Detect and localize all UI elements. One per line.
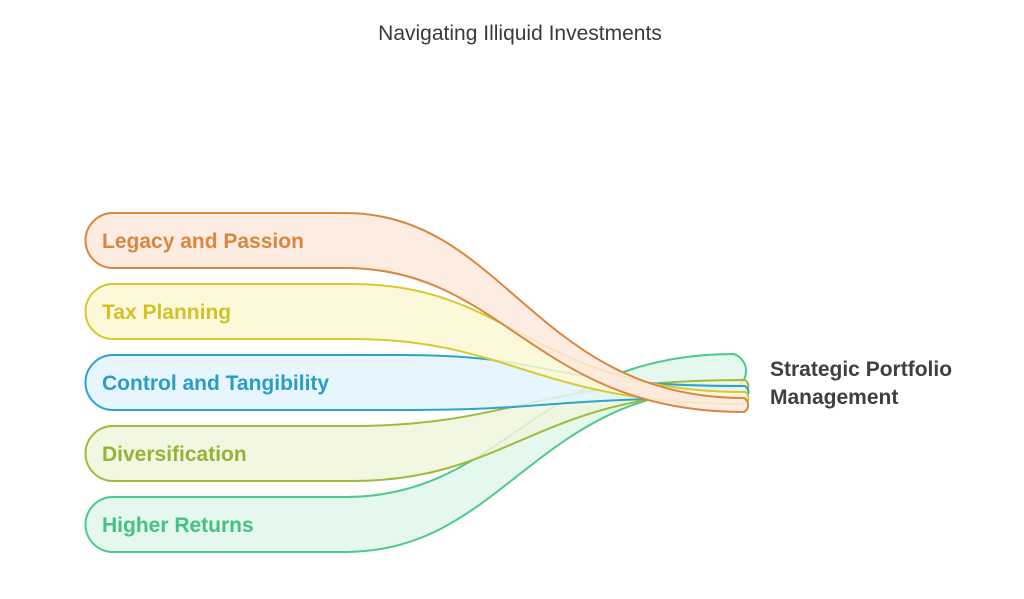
- item-label-legacy-and-passion: Legacy and Passion: [102, 230, 304, 253]
- result-label-line1: Strategic Portfolio: [770, 358, 952, 381]
- item-label-diversification: Diversification: [102, 443, 247, 466]
- item-label-higher-returns: Higher Returns: [102, 514, 254, 537]
- bands-group: [84, 212, 750, 553]
- labels-group: Legacy and Passion Tax Planning Control …: [102, 230, 329, 537]
- item-label-tax-planning: Tax Planning: [102, 301, 231, 324]
- result-label-line2: Management: [770, 386, 898, 409]
- item-label-control-and-tangibility: Control and Tangibility: [102, 372, 329, 395]
- diagram-title: Navigating Illiquid Investments: [378, 22, 662, 45]
- band-legacy-and-passion: [84, 212, 750, 414]
